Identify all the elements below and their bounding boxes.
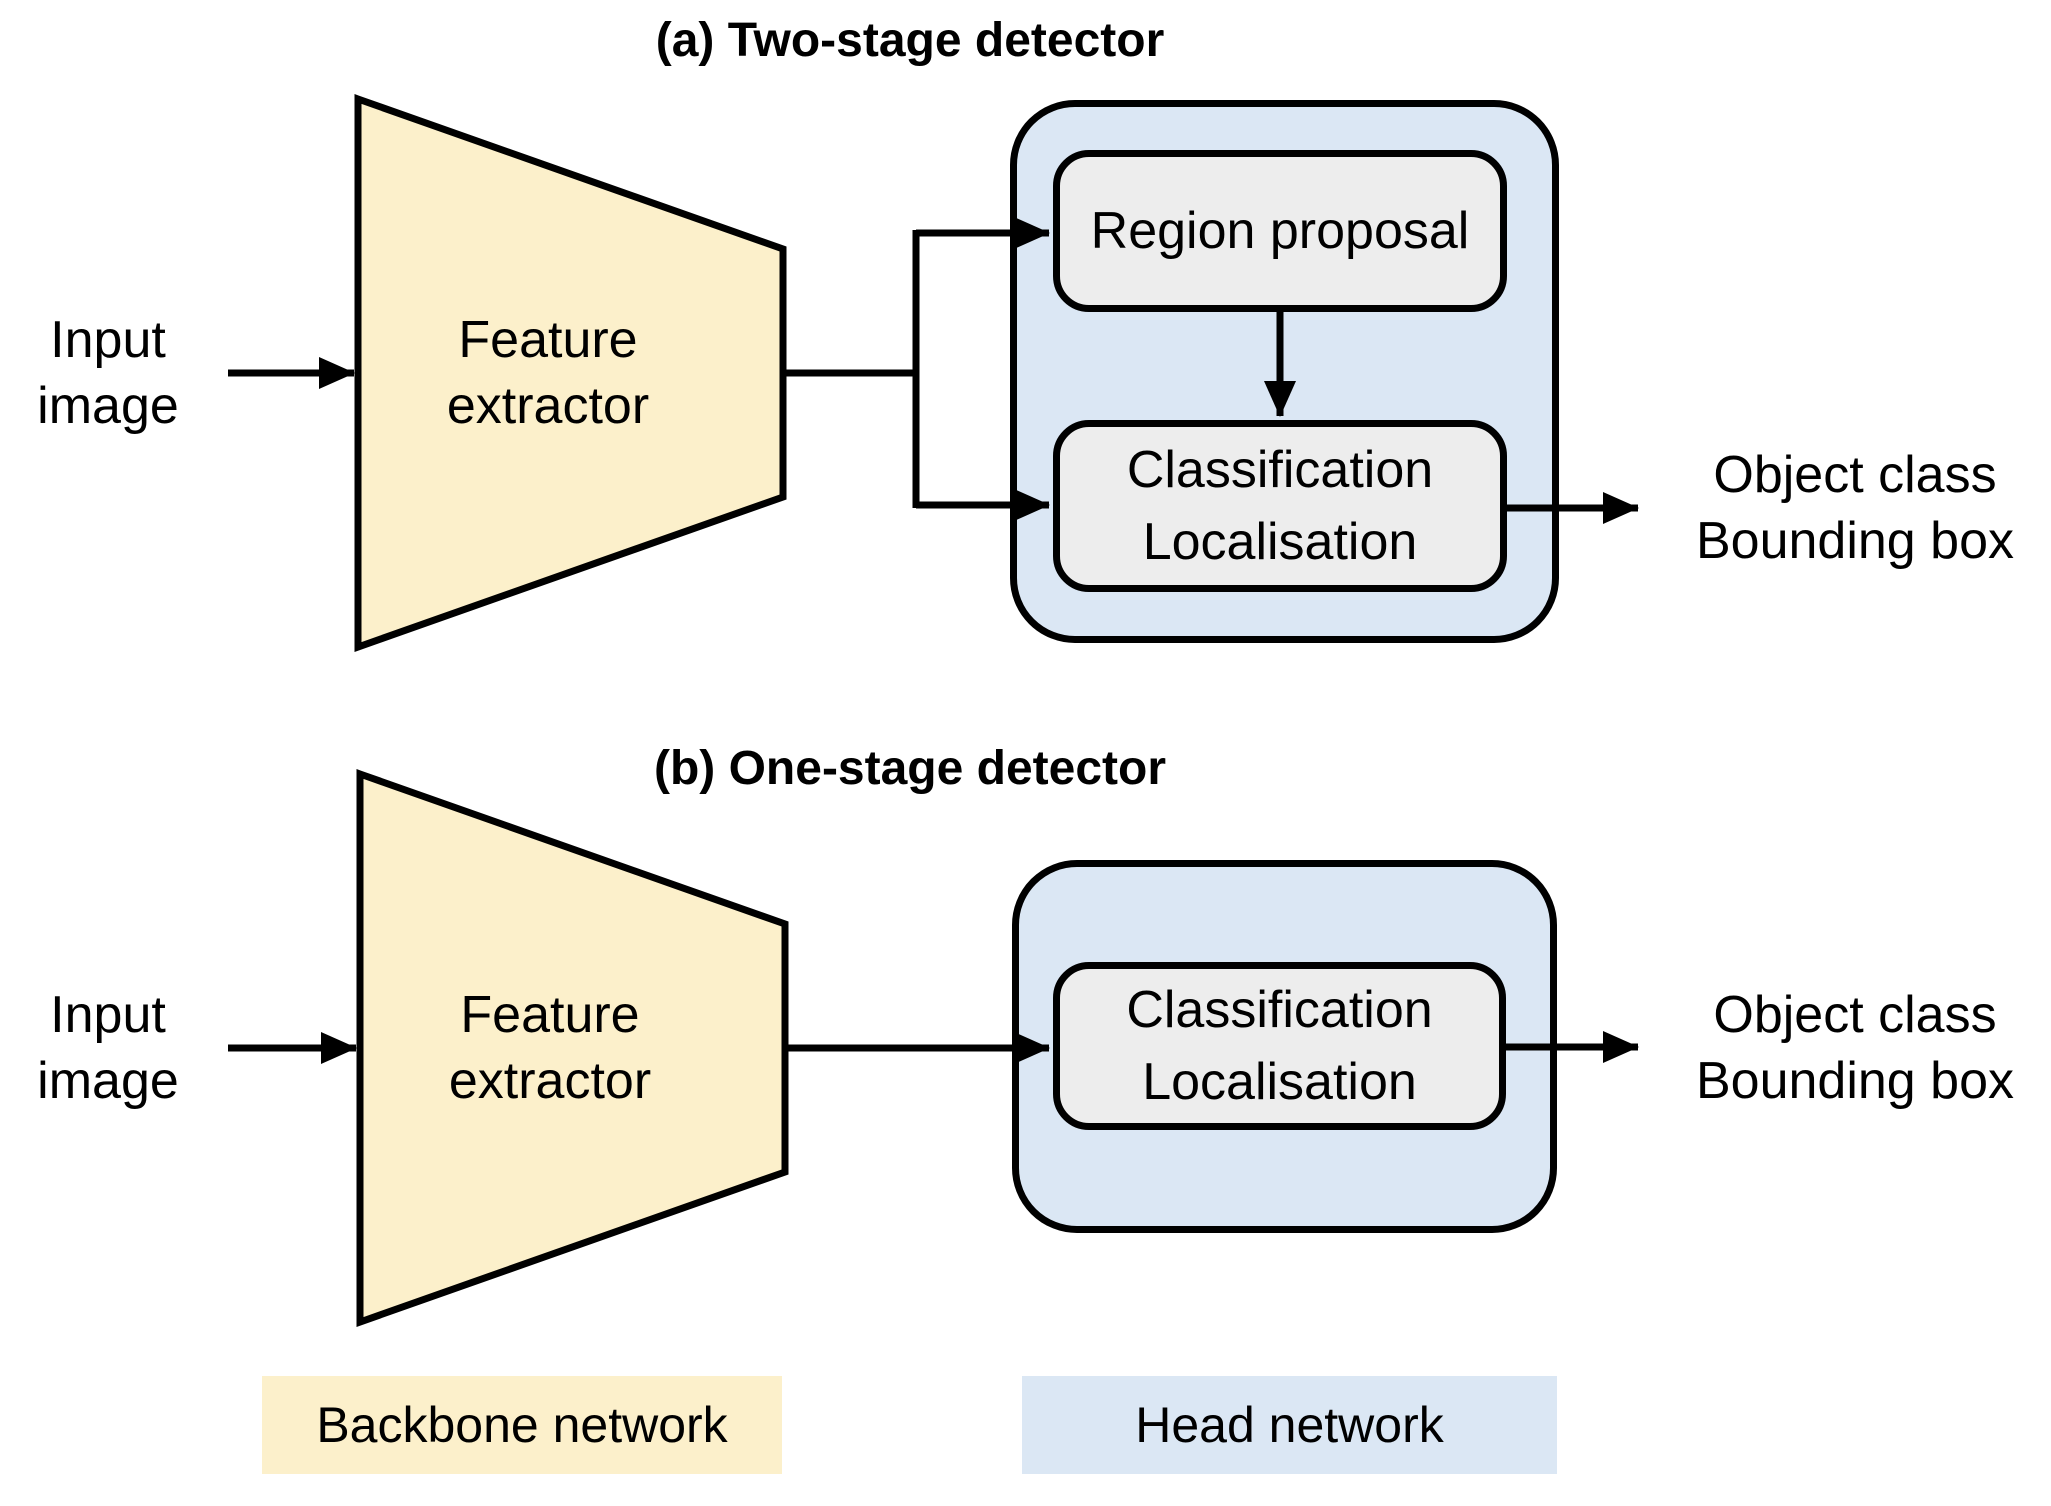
section-title-one-stage: (b) One-stage detector — [653, 742, 1167, 795]
region-proposal-label: Region proposal — [1090, 202, 1470, 260]
classification-label-line1: Classification — [1126, 441, 1434, 499]
input-label-line2: image — [37, 1052, 179, 1110]
classification-box-one-stage: Classification Localisation — [1053, 962, 1506, 1130]
legend-backbone-label: Backbone network — [316, 1397, 728, 1453]
output-label-one-stage: Object class Bounding box — [1655, 982, 2051, 1114]
output-label-line1: Object class — [1713, 446, 1997, 504]
classification-label-line2: Localisation — [1142, 513, 1418, 571]
feature-extractor-label-one-stage: Feature extractor — [360, 982, 785, 1114]
output-label-two-stage: Object class Bounding box — [1655, 442, 2051, 574]
feature-extractor-label-two-stage: Feature extractor — [358, 307, 783, 439]
input-image-label-one-stage: Input image — [8, 982, 208, 1114]
output-label-line2: Bounding box — [1695, 1052, 2015, 1110]
output-label-line1: Object class — [1713, 986, 1997, 1044]
output-label-line2: Bounding box — [1695, 512, 2015, 570]
input-label-line2: image — [37, 377, 179, 435]
feature-label-line1: Feature — [460, 986, 640, 1044]
input-label-line1: Input — [50, 311, 166, 369]
legend-head-network: Head network — [1022, 1376, 1557, 1474]
classification-label-line1: Classification — [1126, 981, 1433, 1039]
section-title-two-stage: (a) Two-stage detector — [655, 14, 1165, 67]
feature-label-line1: Feature — [458, 311, 638, 369]
feature-label-line2: extractor — [448, 1052, 652, 1110]
input-image-label-two-stage: Input image — [8, 307, 208, 439]
feature-label-line2: extractor — [446, 377, 650, 435]
legend-head-label: Head network — [1135, 1397, 1444, 1453]
legend-backbone-network: Backbone network — [262, 1376, 782, 1474]
classification-label-line2: Localisation — [1142, 1053, 1417, 1111]
region-proposal-box: Region proposal — [1053, 150, 1507, 312]
input-label-line1: Input — [50, 986, 166, 1044]
classification-box-two-stage: Classification Localisation — [1053, 420, 1507, 592]
